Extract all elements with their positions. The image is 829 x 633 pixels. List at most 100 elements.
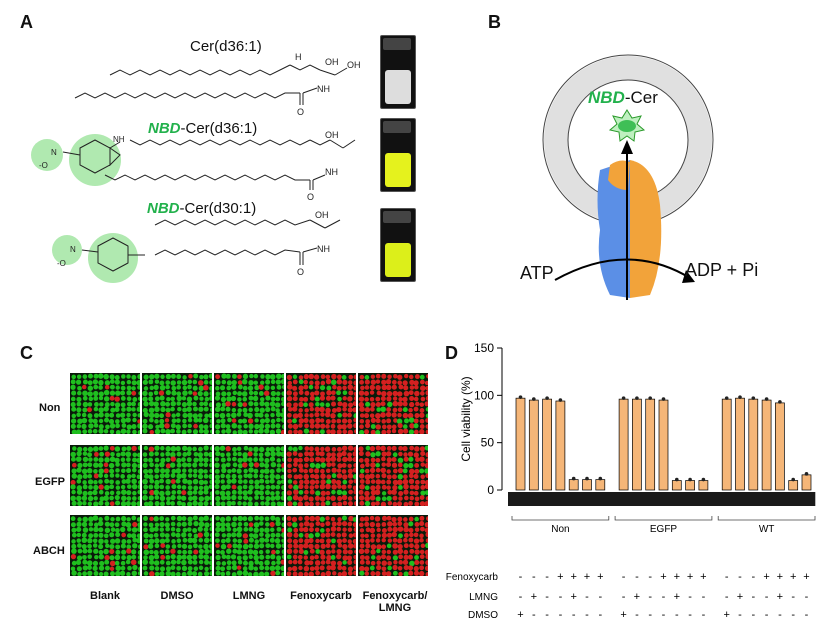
data-point: [518, 395, 523, 399]
oh-label-2: OH: [325, 130, 339, 140]
condition-symbol: -: [585, 609, 589, 621]
condition-symbol: +: [737, 591, 743, 603]
micrograph-r2-c2: [214, 515, 284, 576]
vial-nbd-cer-d36: [380, 118, 416, 192]
data-point: [648, 396, 652, 400]
h-label-1: H: [295, 52, 302, 62]
data-point: [598, 476, 603, 481]
condition-symbol: -: [532, 571, 536, 583]
bar: [735, 397, 745, 491]
data-point: [661, 397, 666, 401]
condition-symbol: -: [805, 591, 809, 603]
condition-symbol: -: [559, 628, 563, 630]
y-tick-label: 0: [487, 483, 494, 497]
data-point: [751, 396, 756, 400]
condition-symbol: -: [545, 609, 549, 621]
condition-symbol: +: [634, 591, 640, 603]
condition-symbol: -: [635, 628, 639, 630]
condition-symbol: +: [584, 571, 590, 583]
adp-label: ADP + Pi: [685, 260, 759, 280]
condition-symbol: -: [559, 609, 563, 621]
n-label-2: N: [51, 148, 57, 157]
condition-symbol: -: [725, 628, 729, 630]
condition-symbol: -: [648, 571, 652, 583]
bar: [761, 399, 772, 491]
transport-arrowhead: [621, 140, 633, 154]
data-point: [545, 396, 549, 400]
condition-symbol: +: [803, 628, 809, 630]
nh-label-2: NH: [325, 167, 338, 177]
o-label-2: O: [307, 192, 314, 202]
bar: [645, 398, 656, 491]
condition-symbol: -: [532, 628, 536, 630]
condition-symbol: -: [688, 609, 692, 621]
data-point: [585, 476, 589, 481]
condition-symbol: -: [585, 628, 589, 630]
data-point: [701, 477, 706, 482]
n-label-3: N: [70, 245, 76, 254]
group-label: WT: [759, 524, 775, 535]
condition-symbol: -: [635, 571, 639, 583]
condition-symbol: -: [545, 591, 549, 603]
condition-symbol: -: [688, 591, 692, 603]
compound-1-label: Cer(d36:1): [190, 38, 262, 55]
condition-symbol: -: [519, 628, 523, 630]
condition-symbol: +: [777, 571, 783, 583]
condition-symbol: +: [723, 609, 729, 621]
micrograph-r2-c3: [286, 515, 356, 576]
condition-symbol: -: [791, 609, 795, 621]
data-point: [571, 476, 576, 481]
condition-symbol: -: [751, 571, 755, 583]
atp-label: ATP: [520, 263, 554, 283]
condition-symbol: +: [531, 591, 537, 603]
y-tick-label: 100: [474, 388, 494, 402]
condition-symbol: -: [622, 591, 626, 603]
compound-3-label: NBD-Cer(d30:1): [147, 200, 257, 217]
bar: [618, 398, 629, 491]
condition-symbol: -: [738, 628, 742, 630]
vial-cer: [380, 35, 416, 109]
condition-symbol: -: [751, 609, 755, 621]
nh-label-3: NH: [317, 244, 330, 254]
oh-label-1: OH: [325, 57, 339, 67]
data-point: [764, 397, 769, 401]
condition-symbol: +: [647, 628, 653, 630]
condition-label: Ko143: [469, 629, 498, 630]
panel-label-b: B: [488, 12, 501, 32]
condition-label: DMSO: [468, 610, 498, 621]
row-label-non: Non: [39, 402, 61, 414]
group-bracket: [511, 516, 610, 521]
condition-symbol: +: [763, 571, 769, 583]
oh-label-3: OH: [315, 210, 329, 220]
condition-symbol: -: [765, 591, 769, 603]
condition-symbol: -: [738, 571, 742, 583]
micrograph-r1-c2: [214, 445, 284, 506]
condition-symbol: +: [687, 571, 693, 583]
condition-symbol: +: [803, 571, 809, 583]
condition-symbol: -: [725, 571, 729, 583]
condition-symbol: +: [517, 609, 523, 621]
structure-cer-d36: [74, 64, 348, 105]
condition-symbol: -: [572, 628, 576, 630]
condition-symbol: -: [635, 609, 639, 621]
micrograph-r1-c4: [358, 445, 428, 506]
data-point: [635, 396, 639, 400]
bar: [748, 398, 759, 491]
condition-symbol: +: [620, 609, 626, 621]
condition-symbol: -: [648, 591, 652, 603]
panel-label-c: C: [20, 343, 33, 363]
o-label-3: O: [297, 267, 304, 277]
group-label: Non: [551, 524, 569, 535]
compound-2-label: NBD-Cer(d36:1): [148, 120, 258, 137]
bar: [721, 398, 732, 491]
bar: [555, 400, 566, 491]
bar: [528, 399, 539, 491]
condition-symbol: +: [674, 571, 680, 583]
y-tick-label: 50: [481, 436, 495, 450]
panel-label-a: A: [20, 12, 33, 32]
bar: [595, 479, 606, 491]
ligand-core: [618, 120, 636, 132]
data-point: [558, 398, 563, 402]
condition-symbol: -: [765, 609, 769, 621]
bar: [698, 480, 709, 491]
